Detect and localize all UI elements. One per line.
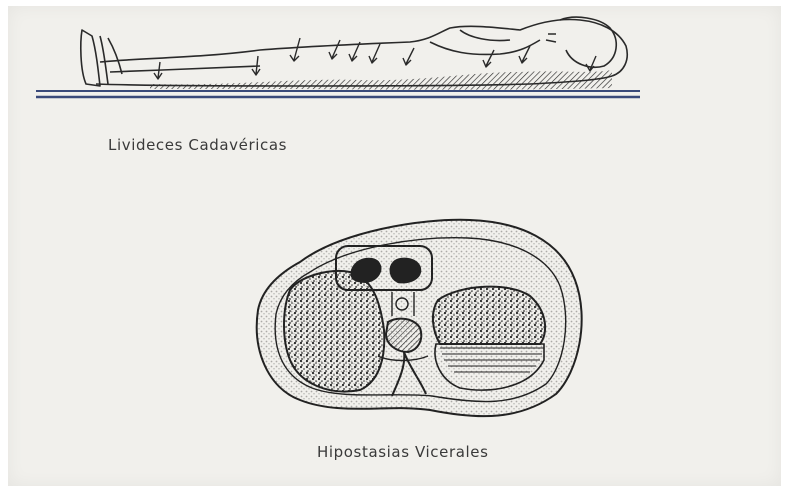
right-lung <box>433 287 545 344</box>
body-outline-top <box>100 19 627 76</box>
caption-hipostasias: Hipostasias Vicerales <box>317 443 489 461</box>
head <box>560 17 616 67</box>
lying-body-drawing <box>36 17 640 97</box>
lividity-region <box>150 70 612 90</box>
arm <box>430 40 540 55</box>
vertebra <box>386 319 421 352</box>
caption-livideces: Livideces Cadavéricas <box>108 136 287 154</box>
feet <box>81 30 100 86</box>
cross-section-drawing <box>257 220 582 416</box>
